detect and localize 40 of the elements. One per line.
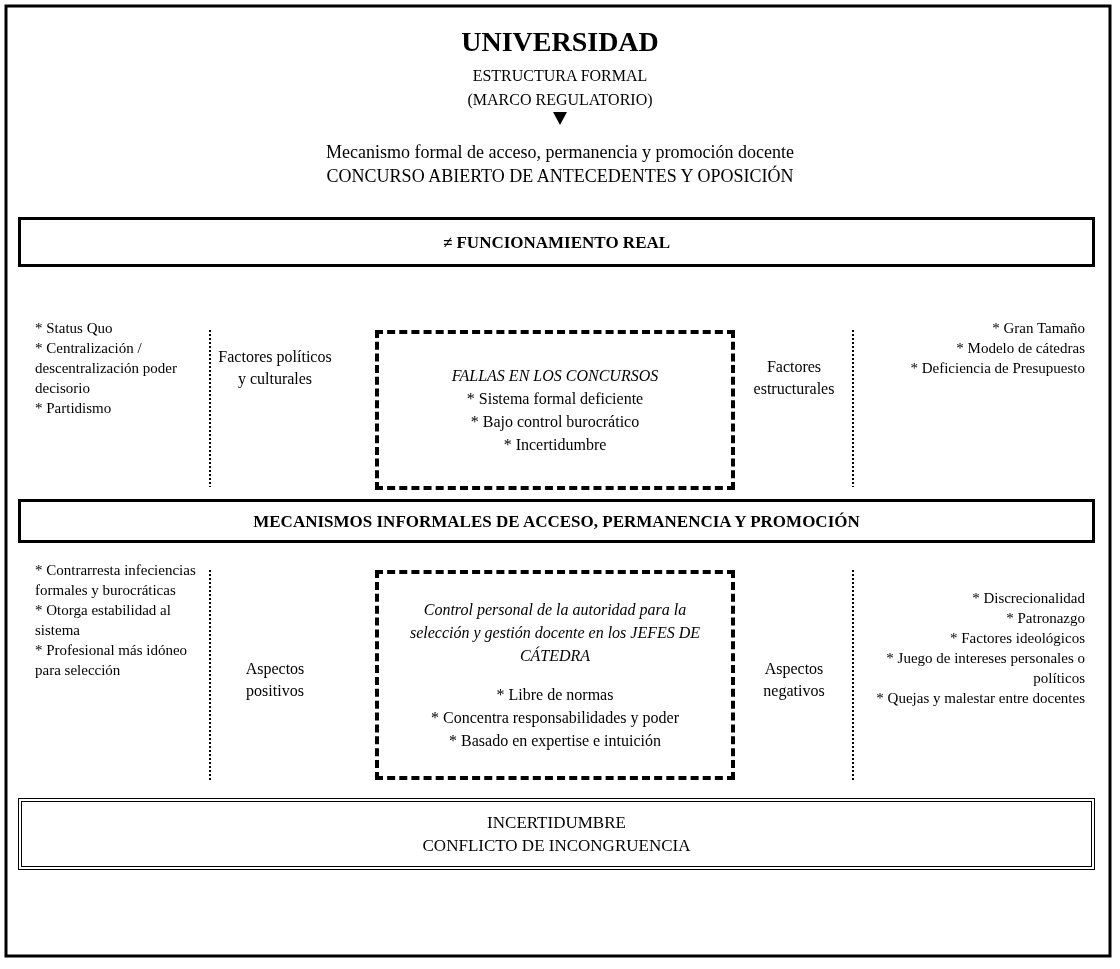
- title: UNIVERSIDAD: [461, 26, 659, 57]
- bullet-text: * Otorga estabilidad al sistema: [35, 601, 172, 640]
- conclusion-box: [18, 798, 1095, 870]
- box-heading: Control personal de la autoridad para la selección y gestión docente en los JEFES DE CÁTEDRA: [408, 600, 702, 666]
- label-text: Factores políticos y culturales: [217, 347, 333, 390]
- bullet-text: * Contrarresta infeciencias formales y burocráticas: [35, 561, 197, 600]
- box-heading: MECANISMOS INFORMALES DE ACCESO, PERMANENCIA Y PROMOCIÓN: [253, 510, 860, 533]
- label-text: (MARCO REGULATORIO): [466, 90, 654, 110]
- heading-bar: [18, 499, 1095, 543]
- bullet-text: * Juego de intereses personales o políticos: [885, 649, 1085, 688]
- bullet-text: * Status Quo: [35, 319, 114, 338]
- dashed-box: [375, 330, 735, 490]
- label-text: ESTRUCTURA FORMAL: [471, 66, 649, 86]
- bullet-text: * Gran Tamaño: [991, 319, 1085, 338]
- label-text: Mecanismo formal de acceso, permanencia y promoción docente: [325, 141, 795, 164]
- bullet-text: * Centralización / descentralización poder decisorio: [35, 339, 178, 398]
- label-text: Aspectos positivos: [244, 659, 306, 702]
- bullet-text: * Factores ideológicos: [949, 629, 1085, 648]
- label-text: CONCURSO ABIERTO DE ANTECEDENTES Y OPOSICIÓN: [325, 164, 795, 188]
- label-text: Factores estructurales: [752, 357, 836, 399]
- bullet-text: * Patronazgo: [1005, 609, 1085, 628]
- heading-bar: [18, 217, 1095, 267]
- bullet-text: * Partidismo: [35, 399, 113, 418]
- box-heading: ≠ FUNCIONAMIENTO REAL: [442, 231, 671, 254]
- bullet-text: * Concentra responsabilidades y poder: [431, 708, 679, 729]
- bullet-text: * Incertidumbre: [503, 435, 607, 455]
- bullet-text: * Basado en expertise e intuición: [449, 731, 661, 752]
- box-heading: INCERTIDUMBRE: [487, 812, 626, 834]
- bullet-text: * Deficiencia de Presupuesto: [909, 359, 1085, 378]
- bullet-text: * Modelo de cátedras: [955, 339, 1085, 358]
- bullet-text: * Profesional más idóneo para selección: [35, 641, 189, 680]
- bullet-text: * Bajo control burocrático: [470, 412, 640, 433]
- box-heading: FALLAS EN LOS CONCURSOS: [451, 366, 659, 386]
- bullet-text: * Libre de normas: [496, 685, 614, 705]
- label-text: Aspectos negativos: [762, 659, 826, 702]
- bullet-text: * Sistema formal deficiente: [466, 389, 644, 409]
- bullet-text: * Quejas y malestar entre docentes: [875, 689, 1085, 708]
- bullet-text: * Discrecionalidad: [971, 589, 1085, 608]
- bullet-text: CONFLICTO DE INCONGRUENCIA: [422, 835, 691, 857]
- dashed-box: [375, 570, 735, 780]
